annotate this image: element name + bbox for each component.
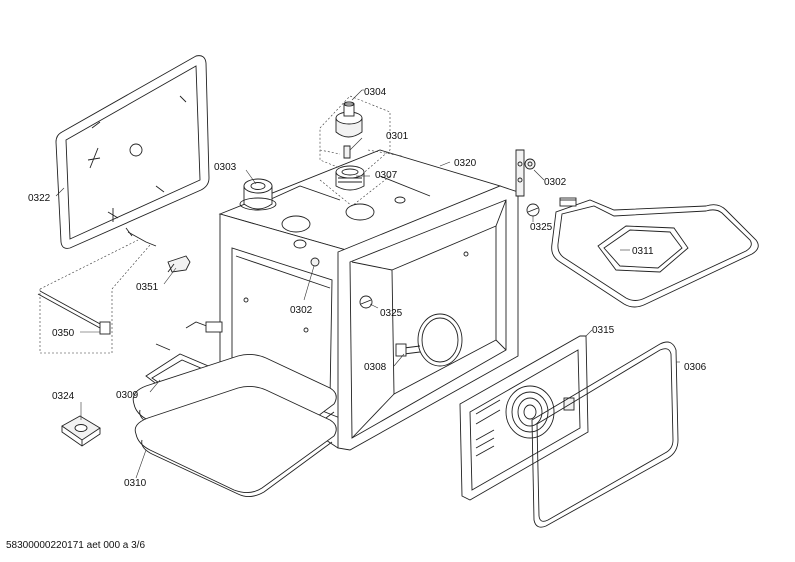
label-0307: 0307 <box>375 170 398 181</box>
part-clip-bracket <box>125 227 191 273</box>
label-0350: 0350 <box>52 328 75 339</box>
label-0302-top: 0302 <box>544 177 567 188</box>
part-outlet-collar <box>239 178 277 211</box>
label-0351: 0351 <box>136 282 159 293</box>
part-back-panel <box>55 55 210 249</box>
part-fan-cover <box>459 335 589 501</box>
label-0309: 0309 <box>116 390 139 401</box>
label-0324: 0324 <box>52 391 75 402</box>
label-0320: 0320 <box>454 158 477 169</box>
label-0311: 0311 <box>632 246 654 257</box>
label-0306: 0306 <box>684 362 707 373</box>
label-0304: 0304 <box>364 87 387 98</box>
part-spacer <box>61 415 101 447</box>
label-0322: 0322 <box>28 193 51 204</box>
part-lamp-inner <box>359 295 373 309</box>
part-insulation <box>132 353 337 497</box>
part-grill-element <box>551 197 759 308</box>
label-0301: 0301 <box>386 131 409 142</box>
label-0315: 0315 <box>592 325 615 336</box>
label-0325-right: 0325 <box>530 222 553 233</box>
part-number-labels: 0304 0301 0303 0307 0320 0302 0325 0322 … <box>28 87 707 489</box>
part-sensor-probe <box>37 239 151 354</box>
part-bushing-right <box>524 158 536 170</box>
part-bushing-left <box>310 257 320 267</box>
label-0310: 0310 <box>124 478 147 489</box>
part-ring-element <box>395 313 463 367</box>
part-motor-assembly <box>319 95 403 207</box>
part-door-gasket <box>531 341 679 528</box>
document-reference: 58300000220171 aet 000 a 3/6 <box>6 540 146 551</box>
part-lamp-right <box>526 203 540 217</box>
label-0302-mid: 0302 <box>290 305 313 316</box>
label-0303: 0303 <box>214 162 237 173</box>
leader-lines <box>55 89 680 479</box>
label-0308: 0308 <box>364 362 387 373</box>
label-0325-inner: 0325 <box>380 308 403 319</box>
